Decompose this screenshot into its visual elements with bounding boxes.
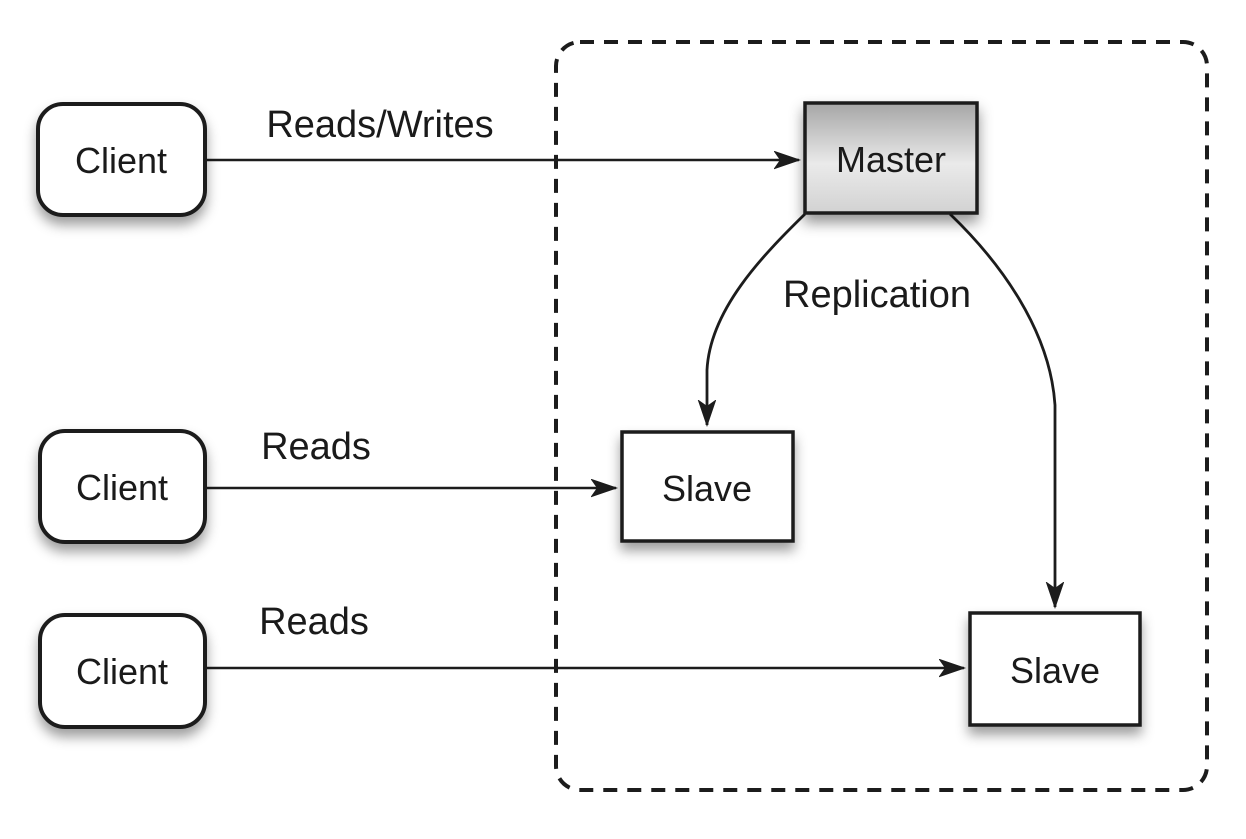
client1-label: Client [75, 140, 167, 181]
slave2-node [968, 611, 1142, 727]
replication-group-boundary [554, 40, 1209, 792]
client2-label: Client [76, 467, 168, 508]
master-label: Master [836, 139, 946, 180]
edge-replication-master-to-slave1 [707, 212, 806, 425]
client2-node [38, 429, 207, 544]
client1-node [36, 102, 207, 217]
edge-replication-master-to-slave2 [949, 212, 1055, 607]
slave1-node [620, 430, 795, 543]
slave1-label: Slave [662, 468, 752, 509]
master-node [803, 101, 979, 215]
edge-label-reads-slave2: Reads [259, 601, 369, 643]
edge-label-reads-slave1: Reads [261, 426, 371, 468]
client3-node [38, 613, 207, 729]
client3-label: Client [76, 651, 168, 692]
slave2-label: Slave [1010, 650, 1100, 691]
edge-label-reads-writes: Reads/Writes [266, 104, 493, 146]
edge-label-replication: Replication [783, 274, 971, 316]
